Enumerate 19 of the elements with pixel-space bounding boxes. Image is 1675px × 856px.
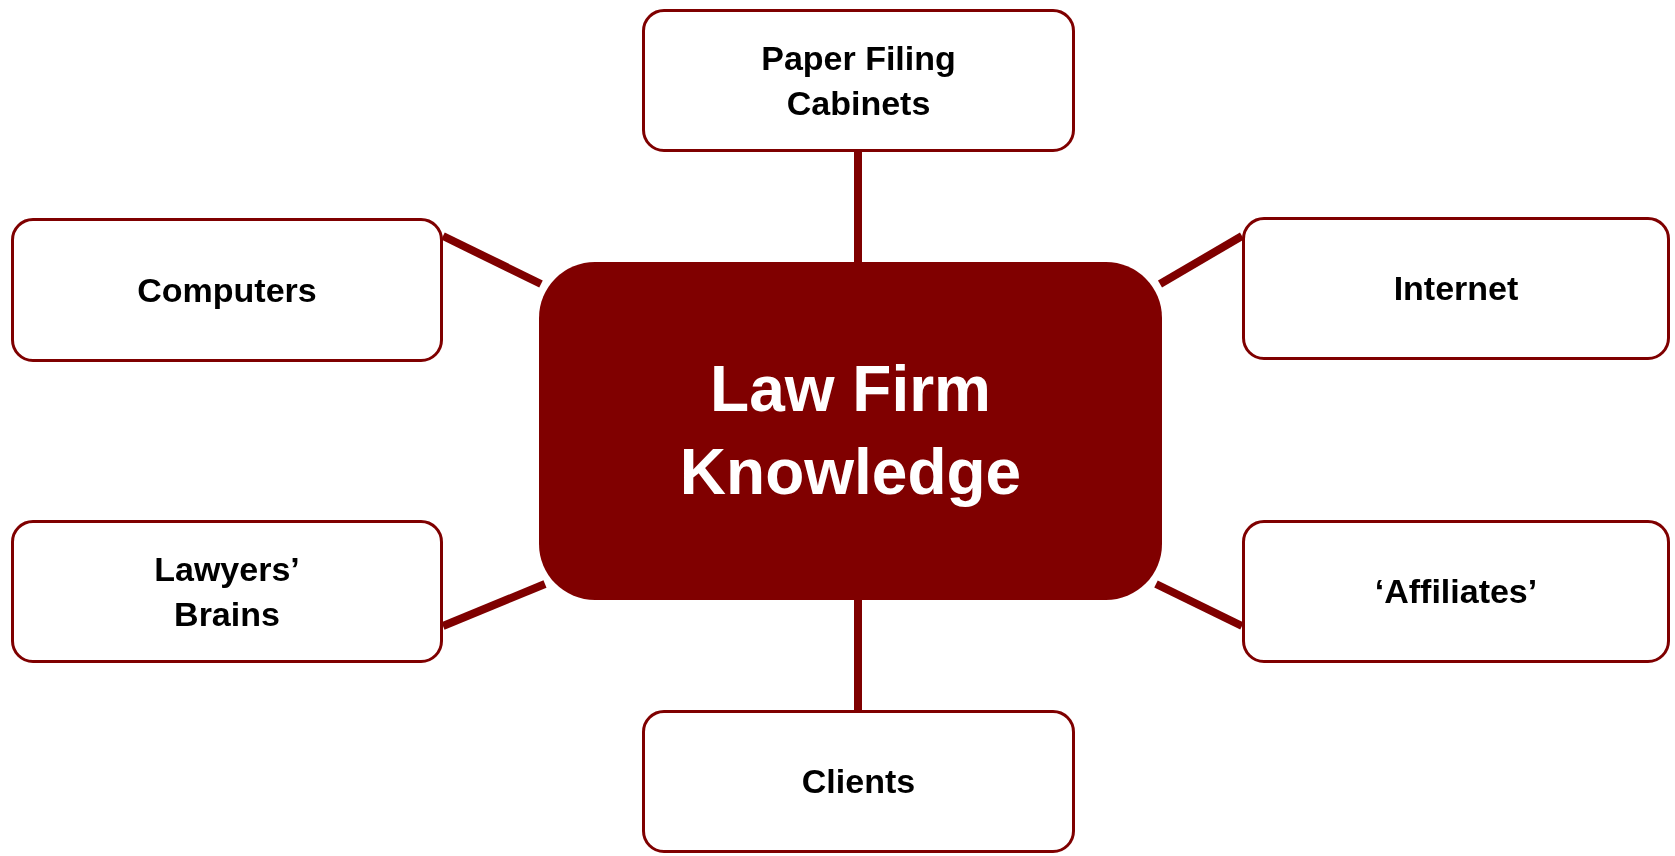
source-box xyxy=(642,710,1075,853)
connector-line xyxy=(854,152,862,262)
source-box xyxy=(642,9,1075,152)
node-label: Lawyers’ Brains xyxy=(153,549,301,635)
source-box xyxy=(1242,217,1670,360)
central-box xyxy=(539,262,1162,600)
connector-line xyxy=(1154,580,1244,630)
node-label: Internet xyxy=(1393,268,1519,310)
connector-line xyxy=(441,580,547,630)
node-label: Clients xyxy=(801,761,916,803)
source-box xyxy=(11,218,443,362)
node-label: ‘Affiliates’ xyxy=(1374,571,1538,613)
source-box xyxy=(11,520,443,663)
node-label: Paper Filing Cabinets xyxy=(760,38,957,124)
connector-line xyxy=(854,600,862,710)
node-label: Law Firm Knowledge xyxy=(678,351,1023,510)
node-label: Computers xyxy=(137,269,317,311)
source-box xyxy=(1242,520,1670,663)
connector-line xyxy=(441,232,543,288)
